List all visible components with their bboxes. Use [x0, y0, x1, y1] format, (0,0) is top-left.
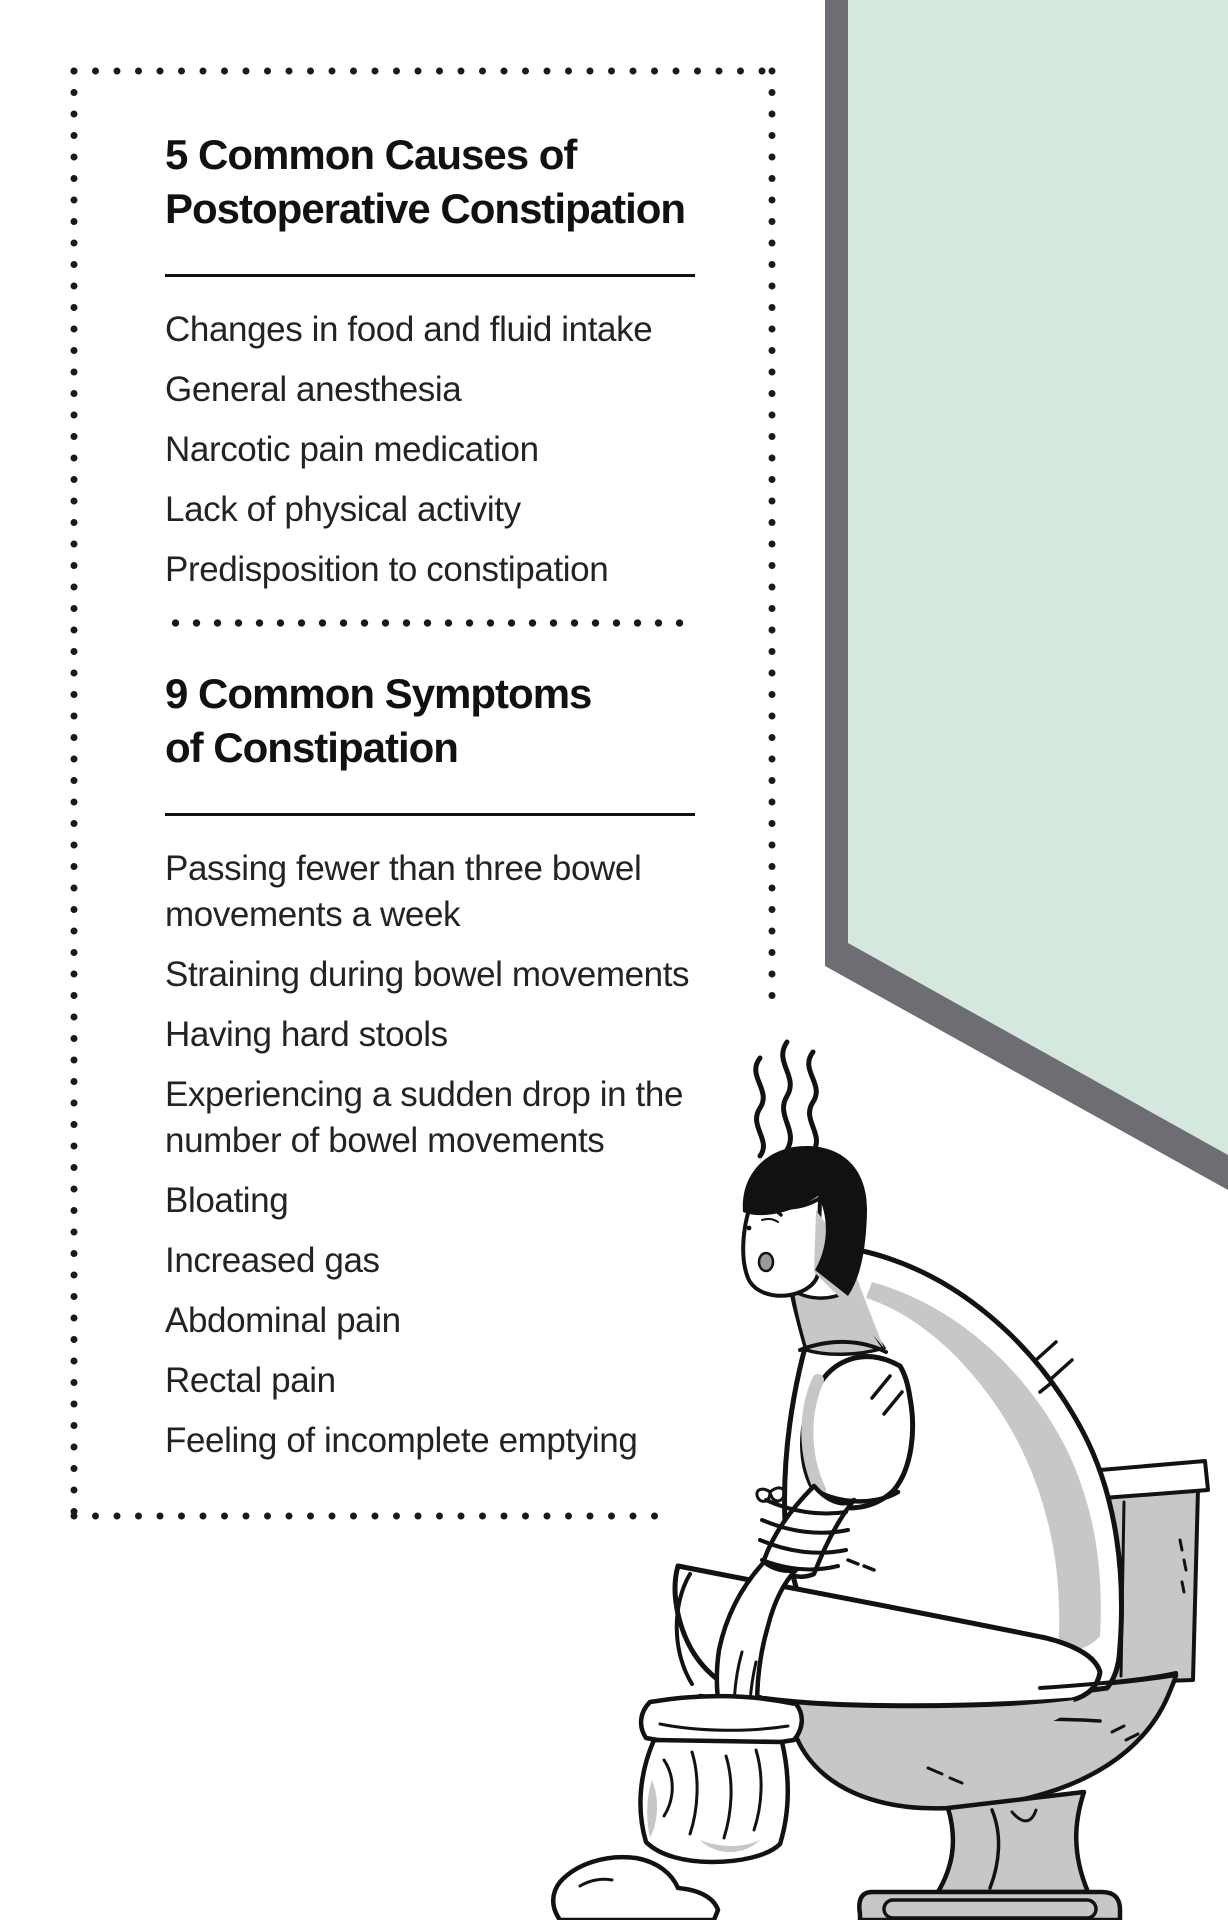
section2-heading-line2: of Constipation	[165, 724, 459, 771]
wrist-bands	[758, 1498, 850, 1572]
list-item: Lack of physical activity	[165, 490, 521, 529]
toilet-base-inner	[882, 1898, 1098, 1920]
section1-underline	[165, 274, 695, 277]
man-thigh	[672, 1563, 1103, 1709]
section2-underline	[165, 813, 695, 816]
list-item: Having hard stools	[165, 1015, 448, 1054]
list-item: Changes in food and fluid intake	[165, 310, 653, 349]
man-foot	[551, 1854, 721, 1920]
section1-heading-line1: 5 Common Causes of	[165, 131, 577, 178]
list-item: Abdominal pain	[165, 1301, 401, 1340]
man-head	[741, 1145, 884, 1348]
list-item: Feeling of incomplete emptying	[165, 1421, 638, 1460]
mouth	[757, 1251, 775, 1273]
toilet-base	[857, 1889, 1123, 1920]
bunched-pants	[638, 1737, 791, 1865]
section2-heading: 9 Common Symptoms of Constipation	[165, 667, 765, 775]
shirt-hatch-marks	[846, 1340, 1074, 1572]
section2-heading-line1: 9 Common Symptoms	[165, 670, 592, 717]
list-item: Narcotic pain medication	[165, 430, 539, 469]
nose-dot	[746, 1225, 752, 1231]
man-hair	[742, 1145, 868, 1296]
list-item: General anesthesia	[165, 370, 462, 409]
pant-roll	[638, 1693, 804, 1749]
toilet	[785, 1459, 1210, 1920]
section1-heading: 5 Common Causes of Postoperative Constip…	[165, 128, 765, 236]
list-item: Increased gas	[165, 1241, 380, 1280]
face-features	[755, 1194, 783, 1223]
man-back-shading	[866, 1282, 1101, 1652]
stink-lines	[753, 1039, 819, 1159]
toilet-tank-lid	[1098, 1459, 1210, 1500]
list-item: Straining during bowel movements	[165, 955, 690, 994]
text-panel: 5 Common Causes of Postoperative Constip…	[165, 128, 765, 1478]
dotted-section-divider	[165, 619, 695, 627]
list-item: Bloating	[165, 1181, 289, 1220]
list-item: Experiencing a sudden drop in the number…	[165, 1075, 684, 1160]
toilet-seat-edge	[1038, 1671, 1178, 1690]
toilet-pedestal	[935, 1789, 1091, 1895]
green-wall-panel	[825, 0, 1228, 1190]
section1-heading-line2: Postoperative Constipation	[165, 185, 686, 232]
list-item: Passing fewer than three bowel movements…	[165, 849, 642, 934]
shirt-neckline	[798, 1340, 888, 1354]
wall-surface	[848, 0, 1228, 1155]
list-item: Rectal pain	[165, 1361, 336, 1400]
man-sitting-on-toilet	[551, 1145, 1178, 1920]
pant-folds	[662, 1748, 763, 1840]
kneecap-line	[674, 1572, 694, 1686]
dotted-frame	[70, 67, 776, 1520]
drawstring-bow	[755, 1486, 787, 1503]
list-item: Predisposition to constipation	[165, 550, 609, 589]
